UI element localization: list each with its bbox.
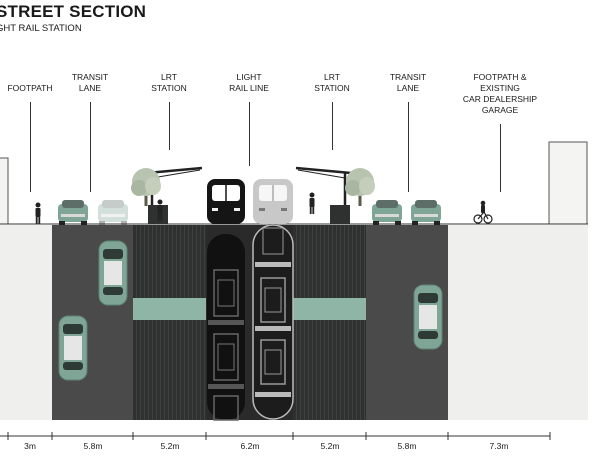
tram-icon [253, 179, 293, 224]
car-icon [58, 200, 88, 225]
dimension-lrt-station-left: 5.2m [160, 441, 180, 451]
dimension-light-rail-line: 6.2m [240, 441, 260, 451]
leader-light-rail-line [249, 102, 250, 166]
label-footpath-left: FOOTPATH [7, 83, 53, 93]
label-lrt-station-right: LRT STATION [314, 72, 350, 93]
tree-icon [131, 168, 161, 206]
lrt-station-left-plan [133, 225, 206, 420]
building-left [0, 157, 9, 225]
leader-lrt-station-left [169, 102, 170, 150]
leader-transit-lane-right [408, 102, 409, 192]
car-icon [413, 284, 443, 350]
pedestrian-icon [35, 202, 41, 224]
car-icon [411, 200, 441, 225]
cyclist-icon [473, 200, 493, 224]
page-title: STREET SECTION [0, 2, 147, 21]
platform-band-left [133, 298, 206, 320]
page-subtitle: GHT RAIL STATION [0, 23, 82, 34]
dimension-footpath-left: 3m [24, 441, 36, 451]
tram-icon [207, 179, 245, 224]
footpath-right-plan [448, 225, 588, 420]
dimension-transit-lane-left: 5.8m [83, 441, 103, 451]
label-transit-lane-right: TRANSIT LANE [389, 72, 427, 93]
dimension-transit-lane-right: 5.8m [397, 441, 417, 451]
lrt-station-right-plan [293, 225, 366, 420]
dimension-footpath-right: 7.3m [489, 441, 509, 451]
car-icon [58, 315, 88, 381]
label-footpath-right: FOOTPATH & EXISTING CAR DEALERSHIP GARAG… [462, 72, 538, 115]
footpath-left-plan [0, 225, 52, 420]
leader-footpath-right [500, 124, 501, 192]
car-icon [372, 200, 402, 225]
dimension-lrt-station-right: 5.2m [320, 441, 340, 451]
building-right [548, 141, 588, 225]
car-icon [98, 240, 128, 306]
leader-footpath-left [30, 102, 31, 192]
pedestrian-icon [309, 192, 315, 214]
leader-lrt-station-right [332, 102, 333, 150]
label-lrt-station-left: LRT STATION [151, 72, 187, 93]
tram-top-dark [207, 234, 245, 421]
car-icon [98, 200, 128, 225]
platform-band-right [293, 298, 366, 320]
label-transit-lane-left: TRANSIT LANE [71, 72, 109, 93]
label-light-rail-line: LIGHT RAIL LINE [229, 72, 269, 93]
leader-transit-lane-left [90, 102, 91, 192]
tram-top-light [252, 224, 294, 420]
tree-icon [345, 168, 375, 206]
